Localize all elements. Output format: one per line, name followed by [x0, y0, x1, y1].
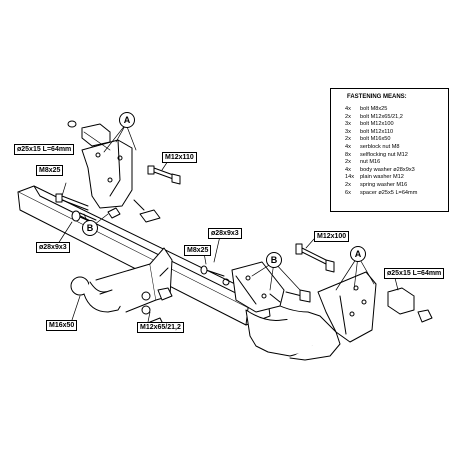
legend-item-desc: bolt M16x50 — [360, 136, 391, 143]
label-washer-left: ø28x9x3 — [36, 242, 70, 253]
label-spacer-right: ø25x15 L=64mm — [384, 268, 445, 279]
center-bolts — [269, 289, 311, 303]
legend-item: 2x spring washer M16 — [335, 182, 444, 190]
label-bolt-m12x100: M12x100 — [314, 231, 350, 242]
legend-item-desc: nut M16 — [360, 159, 381, 166]
legend-item-qty: 4x — [345, 106, 351, 112]
callout-b-left: B — [82, 220, 98, 236]
tow-ball-assembly — [70, 247, 173, 313]
legend-item: 2x bolt M16x50 — [335, 136, 444, 144]
legend-item-qty: 2x — [345, 181, 351, 188]
legend-item: 14x plain washer M12 — [335, 174, 444, 182]
center-bracket — [200, 261, 285, 313]
legend-item-desc: serblock nut M8 — [360, 143, 400, 150]
legend-item: 2x nut M16 — [335, 159, 444, 167]
legend-item-desc: spring washer M16 — [360, 181, 408, 188]
legend-item-qty: 4x — [345, 143, 351, 150]
legend-title: FASTENING MEANS: — [347, 94, 407, 100]
label-spacer-left: ø25x15 L=64mm — [14, 144, 75, 155]
label-washer-center: ø28x9x3 — [208, 228, 242, 239]
legend-item: 8x selflocking nut M12 — [335, 152, 444, 160]
legend-item: 3x bolt M12x100 — [335, 121, 444, 129]
legend-item: 2x bolt M12x65/21,2 — [335, 114, 444, 122]
legend-item-qty: 2x — [345, 159, 351, 166]
right-spacer — [387, 287, 433, 323]
left-bolts — [55, 193, 161, 225]
legend-item: 3x bolt M12x110 — [335, 129, 444, 137]
legend-item-desc: plain washer M12 — [360, 174, 404, 181]
label-bolt-m8-center: M8x25 — [184, 245, 212, 256]
legend-item: 6x spacer ø25x5 L=64mm — [335, 190, 444, 198]
legend-item-desc: body washer ø28x9x3 — [360, 166, 415, 173]
crossbar-beam — [17, 185, 341, 361]
legend-item-desc: bolt M12x110 — [360, 128, 394, 135]
right-bracket — [317, 271, 377, 343]
legend-item: 4x body washer ø28x9x3 — [335, 167, 444, 175]
callout-a-right: A — [350, 246, 366, 262]
bolt-m12x100 — [295, 243, 335, 273]
label-bolt-m16: M16x50 — [46, 320, 78, 331]
legend-item-desc: bolt M12x65/21,2 — [360, 113, 403, 120]
left-spacer — [67, 120, 111, 147]
left-bracket — [81, 139, 133, 209]
legend-item-qty: 14x — [345, 174, 355, 181]
legend-item-qty: 6x — [345, 189, 351, 196]
legend-item-desc: bolt M8x25 — [360, 106, 388, 112]
legend-item-desc: spacer ø25x5 L=64mm — [360, 189, 418, 196]
legend-item-desc: bolt M12x100 — [360, 121, 394, 128]
callout-b-center: B — [266, 252, 282, 268]
legend-item: 4x bolt M8x25 — [335, 106, 444, 114]
label-bolt-m12x110: M12x110 — [162, 152, 197, 163]
label-bolt-m8-left: M8x25 — [36, 165, 64, 176]
legend-list: 4x bolt M8x25 2x bolt M12x65/21,2 3x bolt M12… — [335, 106, 444, 197]
legend-item: 4x serblock nut M8 — [335, 144, 444, 152]
legend-item-qty: 2x — [345, 113, 351, 120]
legend-item-qty: 3x — [345, 121, 351, 128]
label-bolt-m12x65: M12x65/21,2 — [137, 322, 184, 333]
callout-a-left: A — [119, 112, 135, 128]
legend-item-qty: 2x — [345, 136, 351, 143]
fastening-means-legend: FASTENING MEANS: 4x bolt M8x25 2x bolt M12x… — [330, 88, 449, 212]
legend-item-desc: selflocking nut M12 — [360, 151, 408, 158]
bolt-m12x110 — [147, 165, 181, 185]
legend-item-qty: 4x — [345, 166, 351, 173]
legend-item-qty: 3x — [345, 128, 351, 135]
legend-item-qty: 8x — [345, 151, 351, 158]
